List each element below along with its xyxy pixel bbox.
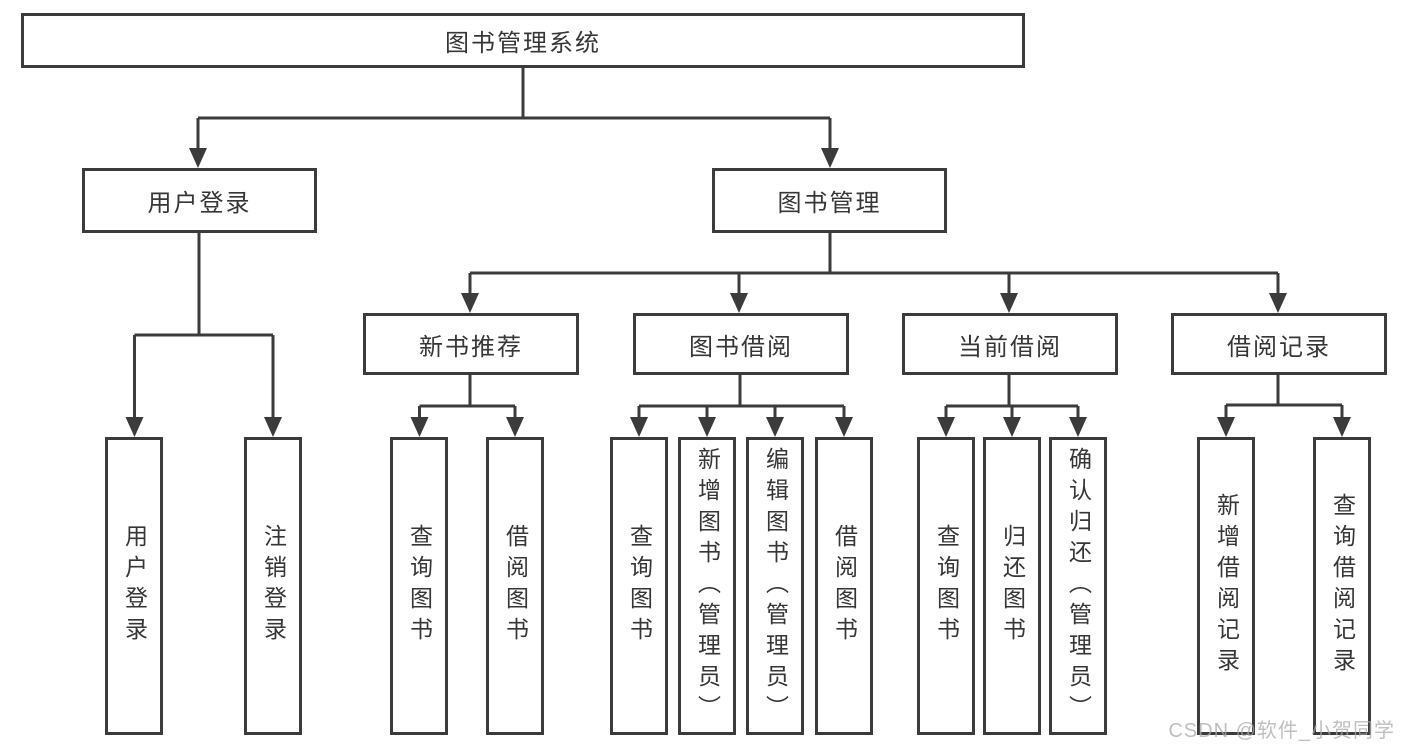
connector-root-to-level2: [189, 68, 839, 168]
node-new-book-recommend: 新书推荐: [363, 313, 579, 375]
connector-records-to-leaves: [1217, 375, 1351, 437]
connector-borrow-to-leaves: [630, 375, 853, 437]
node-book-borrow: 图书借阅: [633, 313, 849, 375]
connector-current-to-leaves: [937, 375, 1087, 437]
leaf-edit-book-admin: 编辑图书（管理员）: [746, 437, 804, 735]
leaf-logout: 注销登录: [244, 437, 302, 735]
node-current-borrow: 当前借阅: [902, 313, 1118, 375]
leaf-user-login: 用户登录: [105, 437, 163, 735]
node-borrow-records: 借阅记录: [1171, 313, 1387, 375]
csdn-watermark: CSDN @软件_小贺同学: [1168, 720, 1395, 742]
leaf-return-book: 归还图书: [983, 437, 1041, 735]
leaf-query-books-current: 查询图书: [917, 437, 975, 735]
leaf-borrow-books-borrow: 借阅图书: [815, 437, 873, 735]
leaf-add-book-admin: 新增图书（管理员）: [678, 437, 736, 735]
leaf-query-books-recommend: 查询图书: [390, 437, 448, 735]
connector-login-to-leaves: [125, 233, 282, 437]
node-library-management-system: 图书管理系统: [21, 13, 1025, 68]
leaf-query-borrow-record: 查询借阅记录: [1313, 437, 1371, 735]
leaf-confirm-return-admin: 确认归还（管理员）: [1049, 437, 1107, 735]
connector-mgmt-to-level3: [461, 233, 1287, 313]
leaf-query-books-borrow: 查询图书: [610, 437, 668, 735]
node-user-login: 用户登录: [82, 168, 317, 233]
leaf-borrow-books-recommend: 借阅图书: [486, 437, 544, 735]
leaf-add-borrow-record: 新增借阅记录: [1197, 437, 1255, 735]
connector-newrec-to-leaves: [410, 375, 524, 437]
node-book-management: 图书管理: [712, 168, 947, 233]
